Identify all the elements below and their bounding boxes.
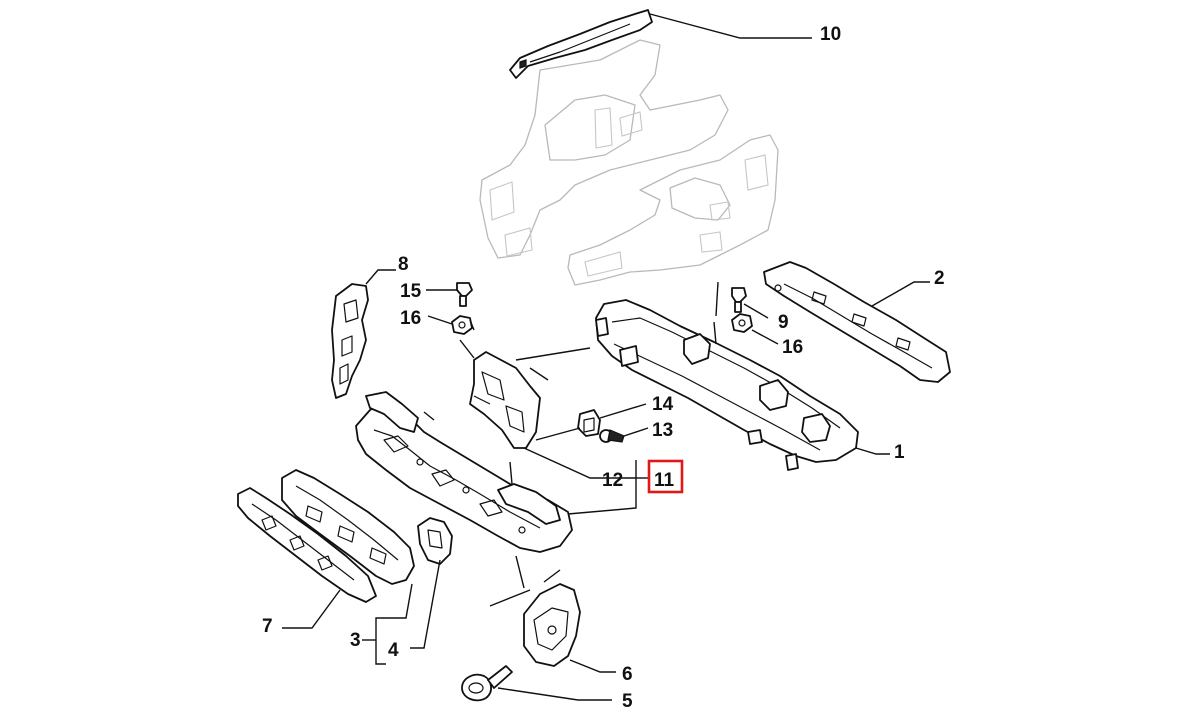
- callout-12: 12: [602, 470, 623, 491]
- callout-11-highlight-box: [647, 459, 684, 494]
- callout-16-left: 16: [400, 308, 421, 329]
- callout-8: 8: [398, 254, 409, 275]
- callout-4: 4: [388, 640, 399, 661]
- part-3-bumper-beam: [281, 469, 415, 585]
- part-14-clip-nut: [577, 409, 601, 437]
- part-11-lower-crossmember: [355, 391, 573, 553]
- callout-labels: 10 8 15 16 14 13 12 11 9 16 2 1 7 3 4 6 …: [262, 24, 945, 712]
- callout-1: 1: [894, 442, 905, 463]
- part-15-bolt: [456, 282, 473, 307]
- ghost-body-structure: [479, 39, 779, 286]
- part-2-right-bracket: [763, 261, 951, 383]
- callout-7: 7: [262, 616, 273, 637]
- part-10-upper-bracket: [509, 9, 653, 79]
- callout-10: 10: [820, 24, 841, 45]
- callout-9: 9: [778, 312, 789, 333]
- callout-3: 3: [350, 630, 361, 651]
- part-13-screw: [599, 429, 625, 443]
- part-16-nut-right: [731, 313, 753, 333]
- part-6-lower-bracket: [523, 583, 581, 667]
- part-5-tow-eye: [461, 665, 513, 702]
- part-7-front-absorber: [237, 487, 377, 603]
- callout-5: 5: [622, 691, 633, 712]
- part-8-side-bracket: [331, 283, 369, 399]
- part-4-small-bracket: [417, 517, 453, 565]
- callout-6: 6: [622, 664, 633, 685]
- part-12-mount-bracket: [469, 351, 541, 449]
- part-16-nut-left: [451, 315, 473, 335]
- callout-11: 11: [654, 470, 675, 491]
- callout-15: 15: [400, 281, 422, 302]
- callout-13: 13: [652, 420, 673, 441]
- leader-lines: [282, 13, 930, 701]
- callout-14: 14: [652, 394, 674, 415]
- part-9-bolt: [731, 287, 747, 313]
- callout-16-right: 16: [782, 337, 803, 358]
- part-1-upper-crossmember: [595, 299, 859, 471]
- callout-2: 2: [934, 268, 945, 289]
